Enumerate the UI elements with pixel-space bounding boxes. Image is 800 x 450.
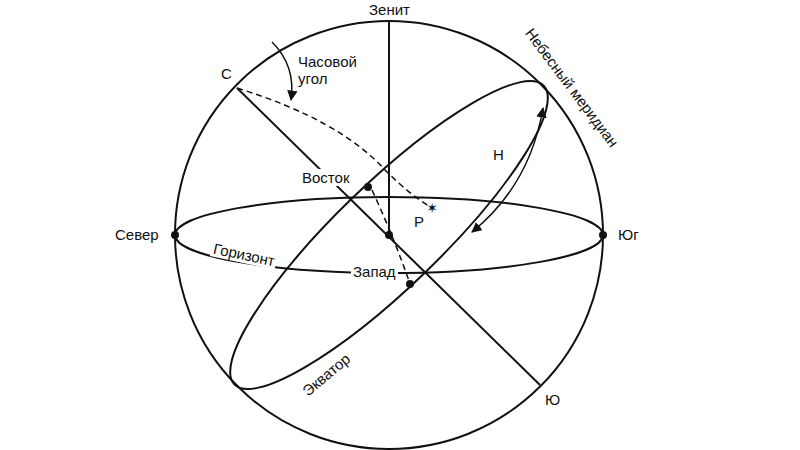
north-label: Север [115, 226, 159, 243]
center-point [385, 231, 393, 239]
sphere-outline [175, 21, 603, 449]
horizon-label: Горизонт [210, 239, 279, 270]
equator-ellipse [198, 48, 580, 422]
west-label: Запад [351, 263, 398, 280]
west-point [406, 280, 414, 288]
east-label: Восток [300, 169, 351, 186]
hour-circle [237, 88, 432, 208]
south-pole-label: Ю [545, 391, 560, 408]
east-point [364, 183, 372, 191]
altitude-arrow [472, 108, 543, 232]
equator-label: Экватор [298, 349, 355, 401]
zenith-line [388, 21, 390, 235]
hour-angle-arrow [272, 42, 292, 100]
zenith-label: Зенит [367, 1, 412, 18]
star-symbol: ✶ [426, 200, 438, 216]
altitude-label: Н [491, 146, 506, 163]
south-point [599, 231, 607, 239]
star-label: Р [412, 213, 426, 230]
hour-angle-label: Часовой угол [296, 53, 380, 88]
north-point [171, 231, 179, 239]
pole-axis [237, 88, 540, 385]
pole-label: С [221, 65, 232, 82]
meridian-label: Небесный меридиан [521, 23, 624, 152]
south-label: Юг [618, 226, 639, 243]
horizon-ellipse [175, 197, 603, 273]
